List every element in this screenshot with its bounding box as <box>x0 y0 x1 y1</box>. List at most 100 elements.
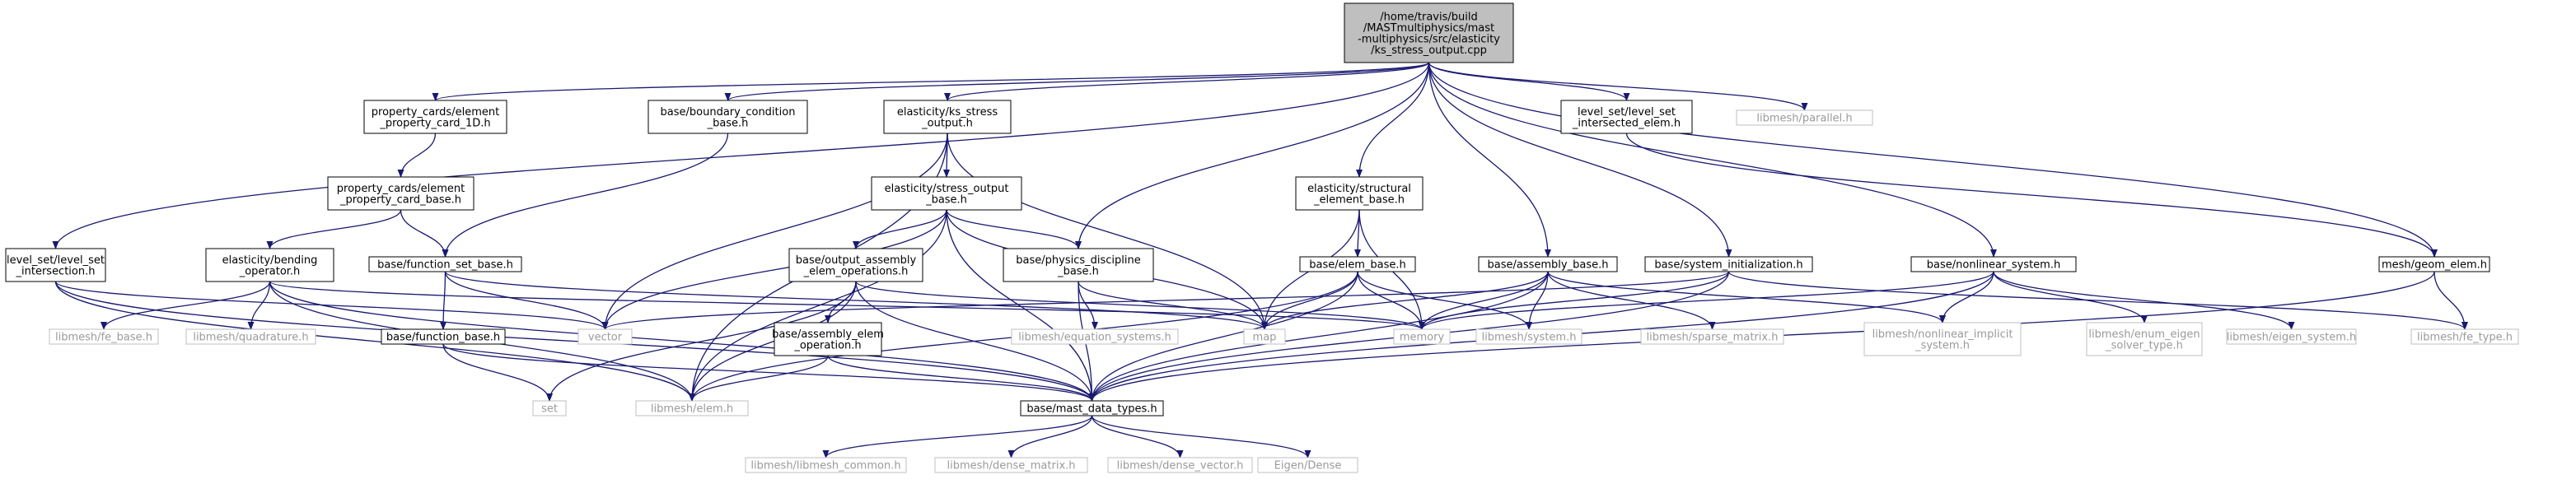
edge-eb-to-system <box>1357 271 1532 330</box>
edge-pc1d-to-pcb <box>397 133 437 178</box>
node-label-line: _base.h <box>925 193 967 206</box>
edge-ns-to-eigsys <box>1993 271 2295 330</box>
node-label-line: base/system_initialization.h <box>1654 259 1802 272</box>
node-oaeo[interactable]: base/output_assembly_elem_operations.h <box>788 248 923 282</box>
node-label-line: /home/travis/build <box>1380 11 1477 23</box>
node-si[interactable]: base/system_initialization.h <box>1644 256 1813 272</box>
node-root[interactable]: /home/travis/build/MASTmultiphysics/mast… <box>1344 2 1514 63</box>
node-box <box>49 328 159 345</box>
node-fb[interactable]: base/function_base.h <box>381 328 506 345</box>
node-box <box>1243 328 1286 345</box>
node-box <box>205 248 334 282</box>
node-label-line: elasticity/bending <box>222 254 318 267</box>
edge-ab-to-nlimp <box>1547 271 1946 323</box>
node-box <box>648 100 808 134</box>
node-mdt[interactable]: base/mast_data_types.h <box>1020 400 1164 417</box>
edge-si-to-memory <box>1419 271 1730 330</box>
edge-fsb-to-vector <box>444 271 609 330</box>
node-seb[interactable]: elasticity/structural_element_base.h <box>1295 176 1424 211</box>
node-label-line: libmesh/libmesh_common.h <box>750 460 900 472</box>
node-label-line: libmesh/quadrature.h <box>193 332 308 344</box>
node-nlimp: libmesh/nonlinear_implicit_system.h <box>1863 322 2022 356</box>
node-eigen: Eigen/Dense <box>1257 457 1358 473</box>
edge-ab-to-map <box>1261 271 1549 330</box>
node-label-line: base/physics_discipline <box>1016 254 1140 267</box>
node-sob[interactable]: elasticity/stress_output_base.h <box>871 176 1022 211</box>
node-vector: vector <box>577 328 633 345</box>
edge-bcb-to-fsb <box>442 133 729 258</box>
edge-root-to-si <box>1428 62 1732 258</box>
node-aeo[interactable]: base/assembly_elem_operation.h <box>772 322 884 356</box>
node-common: libmesh/libmesh_common.h <box>745 457 907 473</box>
node-layer: /home/travis/build/MASTmultiphysics/mast… <box>5 2 2519 473</box>
edge-pcb-to-fsb <box>400 209 449 258</box>
node-eb[interactable]: base/elem_base.h <box>1299 256 1416 272</box>
node-label-line: _base.h <box>1057 265 1099 277</box>
node-box <box>5 248 106 282</box>
edge-fsb-to-map <box>444 271 1268 330</box>
node-pdb[interactable]: base/physics_discipline_base.h <box>1003 248 1154 282</box>
node-box <box>1393 328 1451 345</box>
node-label-line: libmesh/nonlinear_implicit <box>1872 328 2013 341</box>
node-label-line: libmesh/equation_systems.h <box>1018 332 1171 344</box>
node-ab[interactable]: base/assembly_base.h <box>1478 256 1618 272</box>
edge-oaeo-to-set <box>546 281 857 402</box>
node-box <box>1475 328 1583 345</box>
node-ge[interactable]: mesh/geom_elem.h <box>2378 256 2490 272</box>
edge-root-to-ge <box>1428 62 2438 258</box>
node-label-line: elasticity/stress_output <box>885 183 1009 195</box>
node-box <box>635 400 749 417</box>
node-label-line: base/assembly_elem <box>772 328 884 341</box>
node-box <box>532 400 567 417</box>
node-dmat: libmesh/dense_matrix.h <box>934 457 1088 473</box>
node-lsie[interactable]: level_set/level_set_intersected_elem.h <box>1560 100 1693 134</box>
node-box <box>1644 256 1813 272</box>
node-fe_base: libmesh/fe_base.h <box>49 328 159 345</box>
edge-mdt-to-eigen <box>1091 415 1311 458</box>
node-label-line: _elem_operations.h <box>803 265 909 277</box>
node-box <box>2086 322 2203 356</box>
edge-bend-to-fe_base <box>101 281 271 330</box>
edge-pdb-to-map <box>1078 281 1268 330</box>
edge-mdt-to-dvec <box>1091 415 1184 458</box>
node-box <box>1003 248 1154 282</box>
node-label-line: _operation.h <box>793 339 861 351</box>
node-pcb[interactable]: property_cards/element_property_card_bas… <box>327 176 475 211</box>
node-set: set <box>532 400 567 417</box>
node-ks[interactable]: elasticity/ks_stress_output.h <box>883 100 1012 134</box>
node-label-line: libmesh/elem.h <box>651 403 733 416</box>
node-bcb[interactable]: base/boundary_condition_base.h <box>648 100 808 134</box>
node-dvec: libmesh/dense_vector.h <box>1107 457 1253 473</box>
node-label-line: vector <box>588 332 623 344</box>
edge-aeo-to-elem <box>689 355 829 402</box>
node-fetype: libmesh/fe_type.h <box>2410 328 2519 345</box>
node-sparse: libmesh/sparse_matrix.h <box>1640 328 1784 345</box>
node-ns[interactable]: base/nonlinear_system.h <box>1910 256 2077 272</box>
edge-ab-to-mdt <box>1088 271 1549 402</box>
edge-ge-to-fetype <box>2433 271 2468 330</box>
node-box <box>1257 457 1358 473</box>
node-box <box>1640 328 1784 345</box>
node-lsi[interactable]: level_set/level_set_intersection.h <box>5 248 106 282</box>
node-label-line: libmesh/sparse_matrix.h <box>1647 332 1779 344</box>
edge-root-to-ks <box>944 62 1430 101</box>
node-label-line: libmesh/system.h <box>1482 332 1577 344</box>
node-pc1d[interactable]: property_cards/element_property_card_1D.… <box>363 100 507 134</box>
node-label-line: libmesh/parallel.h <box>1756 113 1852 125</box>
edge-sob-to-pdb <box>946 209 1082 249</box>
node-eqsys: libmesh/equation_systems.h <box>1011 328 1179 345</box>
node-bend[interactable]: elasticity/bending_operator.h <box>205 248 334 282</box>
edge-root-to-seb <box>1356 62 1430 178</box>
node-label-line: _base.h <box>707 117 749 129</box>
edge-mdt-to-dmat <box>1007 415 1093 458</box>
edge-root-to-bcb <box>724 62 1430 101</box>
node-label-line: _property_card_1D.h <box>379 117 490 129</box>
node-label-line: Eigen/Dense <box>1274 460 1342 472</box>
node-box <box>1863 322 2022 356</box>
node-fsb[interactable]: base/function_set_base.h <box>368 256 522 272</box>
node-label-line: _intersected_elem.h <box>1572 117 1681 129</box>
node-box <box>2378 256 2490 272</box>
node-label-line: _output.h <box>921 117 973 129</box>
edge-mdt-to-common <box>822 415 1093 458</box>
